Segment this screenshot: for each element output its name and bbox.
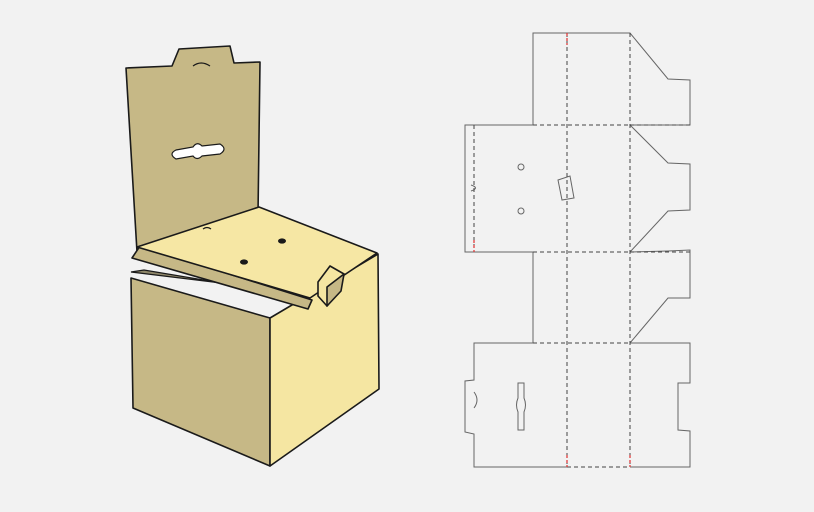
box-side — [130, 277, 271, 467]
hanger-tab-notch — [192, 62, 211, 67]
box-lid — [136, 206, 378, 299]
cut-lines — [464, 32, 691, 468]
assembled-box — [125, 45, 380, 467]
euro-hang-slot — [171, 143, 225, 160]
glue-markers — [473, 33, 631, 467]
lid-hole — [240, 259, 248, 265]
fold-lines — [473, 33, 690, 468]
lid-hole — [278, 238, 286, 244]
dieline-template — [464, 32, 691, 468]
lid-slit — [202, 226, 212, 230]
locking-tab-face — [326, 273, 345, 307]
lid-edge — [131, 245, 313, 310]
